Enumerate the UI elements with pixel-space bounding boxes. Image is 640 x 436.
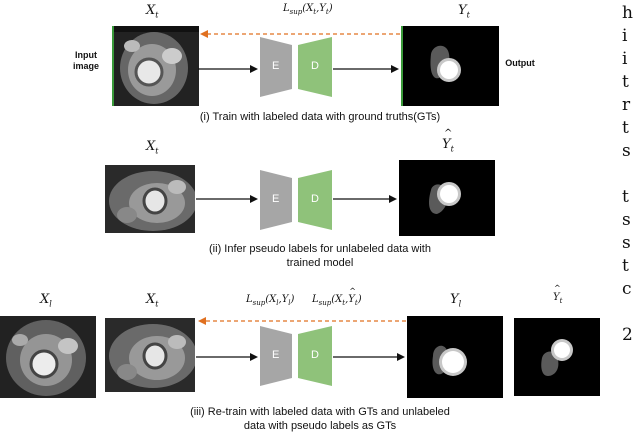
- panel3-y-hat-label: Y^t: [553, 284, 563, 305]
- panel3-y-label: Yl: [450, 292, 462, 309]
- text-line: [622, 301, 640, 324]
- text-line: t: [622, 256, 629, 276]
- panel2-y-label: Y^t: [442, 128, 454, 154]
- clipped-body-text: h i i t r t s t s s t c 2: [622, 2, 640, 347]
- panel3-encoder-label: E: [272, 349, 280, 361]
- panel1-input-arrow: [198, 65, 258, 73]
- text-line: s: [622, 210, 631, 230]
- panel1-input-image: [112, 26, 199, 106]
- output-label: Output: [505, 58, 535, 68]
- panel3-encoder-decoder: [260, 326, 332, 386]
- panel1-output-arrow: [333, 65, 399, 73]
- panel2-output-arrow: [333, 195, 397, 203]
- text-line: t: [622, 118, 629, 138]
- panel3-unlabeled-image: [105, 318, 195, 392]
- panel2-output-segmentation: [399, 160, 495, 236]
- panel2-input-image: [105, 165, 195, 233]
- panel2-x-label: Xt: [146, 139, 159, 156]
- panel3-caption: (iii) Re-train with labeled data with GT…: [190, 406, 450, 432]
- text-line: h: [622, 3, 633, 23]
- panel1-loss-arrow: [200, 30, 400, 38]
- panel3-output-arrow: [333, 353, 405, 361]
- panel1-loss-label: Lsup(Xt,Yt): [283, 3, 333, 16]
- panel3-x-label: Xt: [146, 292, 159, 309]
- text-line: i: [622, 26, 628, 46]
- panel3-loss-arrow: [198, 317, 406, 325]
- panel1-decoder-label: D: [311, 60, 319, 72]
- text-line: r: [622, 95, 631, 115]
- panel1-encoder-label: E: [272, 60, 280, 72]
- panel3-loss-label-1: Lsup(Xl,Yl): [246, 294, 295, 307]
- panel2-decoder-label: D: [311, 193, 319, 205]
- text-line: t: [622, 72, 629, 92]
- panel3-gt-segmentation: [407, 316, 503, 398]
- panel2-encoder-decoder: [260, 170, 332, 230]
- text-line: s: [622, 141, 631, 161]
- panel1-y-label: Yt: [458, 3, 470, 20]
- panel3-input-arrow: [196, 353, 258, 361]
- panel3-decoder-label: D: [311, 349, 319, 361]
- text-line: [622, 163, 640, 186]
- text-line: i: [622, 49, 628, 69]
- panel1-x-label: Xt: [146, 3, 159, 20]
- panel3-loss-label-2: Lsup(Xt,Y^t): [312, 287, 362, 307]
- text-line: 2: [622, 325, 633, 345]
- panel2-caption: (ii) Infer pseudo labels for unlabeled d…: [209, 243, 431, 269]
- text-line: t: [622, 187, 629, 207]
- panel2-input-arrow: [196, 195, 258, 203]
- panel1-encoder-decoder: [260, 37, 332, 97]
- panel1-caption: (i) Train with labeled data with ground …: [199, 111, 441, 123]
- panel3-labeled-image: [0, 316, 96, 398]
- panel2-encoder-label: E: [272, 193, 280, 205]
- panel3-pseudo-label: [514, 318, 600, 396]
- text-line: s: [622, 233, 631, 253]
- panel1-output-segmentation: [401, 26, 499, 106]
- panel3-x-label-left: Xl: [40, 292, 52, 309]
- text-line: c: [622, 279, 632, 299]
